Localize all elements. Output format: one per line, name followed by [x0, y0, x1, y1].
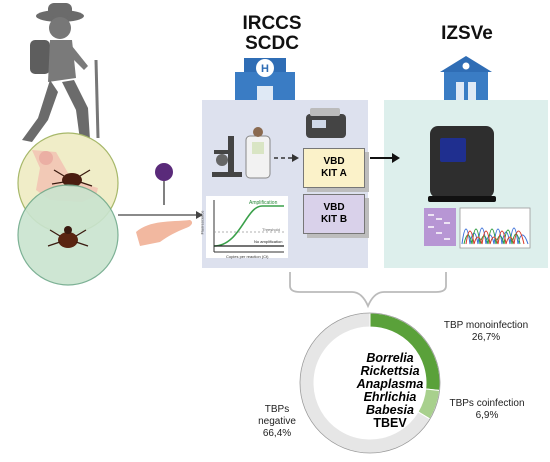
pcr-amplification-label: Amplification — [249, 200, 278, 206]
microscope-icon — [212, 136, 242, 177]
coinfection-percent: 6,9% — [475, 410, 499, 421]
pathogen-ehrlichia: Ehrlichia — [363, 390, 417, 404]
pathogen-babesia: Babesia — [366, 403, 414, 417]
kit-a-box: VBD KIT A — [303, 148, 365, 188]
hand-icon — [136, 220, 193, 246]
institution-left-line2: SCDC — [245, 33, 299, 54]
negative-percent: 66,4% — [262, 428, 292, 439]
pathogen-borrelia: Borrelia — [366, 351, 414, 365]
pathogen-anaplasma: Anaplasma — [356, 377, 424, 391]
coinfection-label: TBPs coinfection — [449, 398, 525, 409]
arrow-head-icon — [196, 211, 203, 219]
gel-image-icon — [424, 208, 456, 246]
centrifuge-icon — [245, 127, 271, 179]
institution-right-line1: IZSVe — [441, 23, 493, 44]
mono-infection-label: TBP monoinfection — [443, 320, 529, 331]
pcr-x-axis-label: Copies per reaction (Ct) — [226, 254, 269, 259]
tick-pin-icon — [155, 163, 173, 205]
pathogen-rickettsia: Rickettsia — [360, 364, 420, 378]
negative-stat: TBPs negative 66,4% — [252, 404, 302, 440]
dashed-arrow-head-icon — [292, 154, 299, 162]
coinfection-stat: TBPs coinfection 6,9% — [442, 398, 532, 422]
pathogen-tbev: TBEV — [373, 416, 407, 430]
sequencer-icon — [428, 126, 496, 202]
mono-infection-percent: 26,7% — [471, 332, 501, 343]
bracket-connector — [289, 272, 447, 309]
pathogen-list: Borrelia Rickettsia Anaplasma Ehrlichia … — [330, 352, 450, 430]
negative-label-line1: TBPs — [264, 404, 290, 415]
kit-a-line2: KIT A — [321, 168, 347, 179]
donut-outline — [299, 312, 441, 454]
institution-left-line1: IRCCS — [242, 13, 302, 34]
svg-text:H: H — [261, 63, 269, 75]
chromatogram-icon — [459, 207, 531, 249]
results-donut — [299, 312, 441, 454]
institution-right-title: IZSVe — [432, 24, 502, 44]
pcr-machine-small-icon — [306, 108, 346, 138]
pcr-amplification-plot — [206, 196, 288, 258]
institute-building-icon — [440, 56, 492, 100]
pcr-no-amplification-label: No amplification — [254, 239, 283, 244]
institution-left-title: IRCCS SCDC — [240, 14, 304, 54]
kit-b-line1: VBD — [323, 202, 345, 213]
kit-b-box: VBD KIT B — [303, 194, 365, 234]
negative-label-line2: negative — [258, 416, 296, 427]
kit-b-line2: KIT B — [320, 214, 348, 225]
mono-infection-stat: TBP monoinfection 26,7% — [436, 320, 536, 344]
tick-on-skin-circle — [17, 184, 119, 286]
hiker-icon — [22, 3, 100, 142]
to-izsve-arrow-head-icon — [392, 153, 400, 163]
pcr-y-axis-label: Fluorescence — [199, 210, 205, 235]
hospital-icon: H — [235, 58, 295, 100]
pcr-threshold-label: Threshold — [262, 227, 280, 232]
kit-a-line1: VBD — [323, 156, 345, 167]
